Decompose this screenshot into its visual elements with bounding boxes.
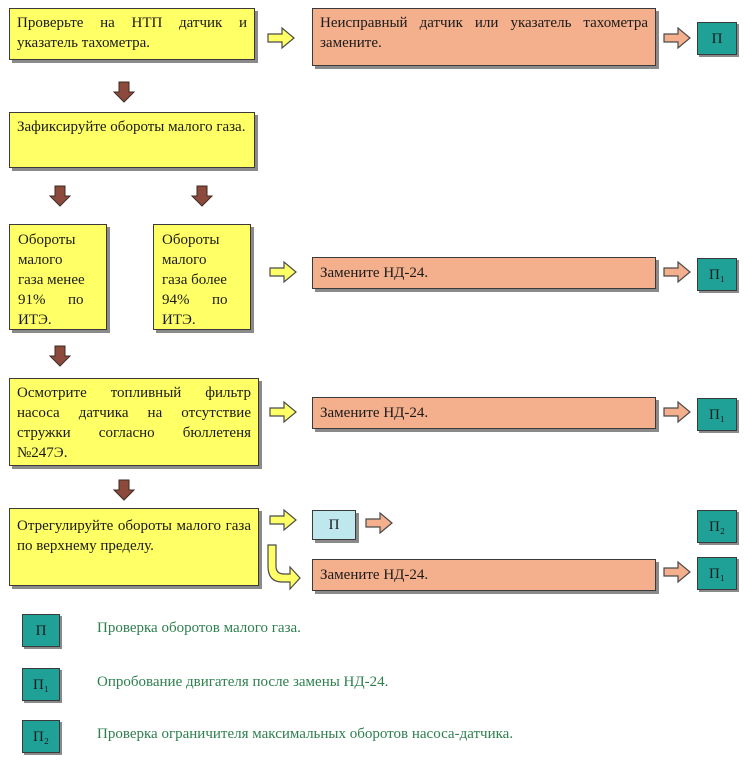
right-arrow-icon [269, 401, 297, 423]
idle-more-line: газа более [162, 272, 227, 288]
tag-p-row5: П [312, 510, 356, 540]
idle-more-line: Обороты [162, 232, 220, 248]
idle-less-line: Обороты [18, 232, 76, 248]
legend-tag-p: П [22, 614, 60, 647]
replace-nd24-text: Замените НД-24. [320, 405, 429, 421]
inspect-filter-box: Осмотрите топливный фильтр насоса датчик… [9, 378, 259, 466]
idle-more-line: ИТЭ. [162, 312, 196, 328]
fix-idle-box: Зафиксируйте обороты малого газа. [9, 112, 255, 168]
down-arrow-icon [49, 345, 71, 367]
legend-text-p2: Проверка ограничителя максимальных оборо… [97, 726, 514, 742]
idle-less-line: газа менее [18, 272, 85, 288]
down-arrow-icon [49, 185, 71, 207]
right-arrow-icon [663, 561, 691, 583]
replace-nd24-text: Замените НД-24. [320, 265, 429, 281]
check-tachometer-text: Проверьте на НТП датчик и указатель тахо… [17, 15, 247, 51]
right-arrow-icon [269, 261, 297, 283]
bent-arrow-icon [267, 544, 301, 591]
right-arrow-icon [269, 509, 297, 531]
tag-p2-row5: П₂ [697, 510, 737, 543]
replace-faulty-sensor-text: Неисправный датчик или указатель тахомет… [320, 15, 648, 51]
tag-p1-row3: П₁ [697, 258, 737, 291]
adjust-idle-box: Отрегулируйте обороты малого газа по вер… [9, 508, 259, 586]
inspect-filter-text: Осмотрите топливный фильтр насоса датчик… [17, 385, 251, 461]
tag-p1-row4: П₁ [697, 398, 737, 431]
idle-more-line: малого [162, 252, 207, 268]
replace-nd24-box-c: Замените НД-24. [312, 559, 656, 591]
idle-less-line: 91% по [18, 292, 84, 308]
replace-faulty-sensor-box: Неисправный датчик или указатель тахомет… [312, 8, 656, 66]
right-arrow-icon [663, 401, 691, 423]
legend-text-p: Проверка оборотов малого газа. [97, 620, 301, 636]
idle-less-line: малого [18, 252, 63, 268]
legend-tag-p1: П₁ [22, 668, 60, 701]
fix-idle-text: Зафиксируйте обороты малого газа. [17, 119, 246, 135]
right-arrow-icon [663, 27, 691, 49]
tag-p1-row5: П₁ [697, 557, 737, 590]
idle-more-box: Обороты малого газа более 94% по ИТЭ. [153, 224, 251, 330]
right-arrow-icon [267, 27, 295, 49]
replace-nd24-box-b: Замените НД-24. [312, 397, 656, 429]
idle-less-line: ИТЭ. [18, 312, 52, 328]
replace-nd24-box-a: Замените НД-24. [312, 257, 656, 289]
down-arrow-icon [113, 479, 135, 501]
down-arrow-icon [191, 185, 213, 207]
legend-tag-p2: П₂ [22, 720, 60, 753]
adjust-idle-text: Отрегулируйте обороты малого газа по вер… [17, 518, 251, 554]
down-arrow-icon [113, 81, 135, 103]
legend-text-p1: Опробование двигателя после замены НД-24… [97, 674, 389, 690]
idle-less-box: Обороты малого газа менее 91% по ИТЭ. [9, 224, 107, 330]
check-tachometer-box: Проверьте на НТП датчик и указатель тахо… [9, 8, 255, 60]
idle-more-line: 94% по [162, 292, 228, 308]
right-arrow-icon [663, 261, 691, 283]
tag-p-row1: П [697, 22, 737, 55]
right-arrow-icon [365, 512, 393, 534]
replace-nd24-text: Замените НД-24. [320, 567, 429, 583]
